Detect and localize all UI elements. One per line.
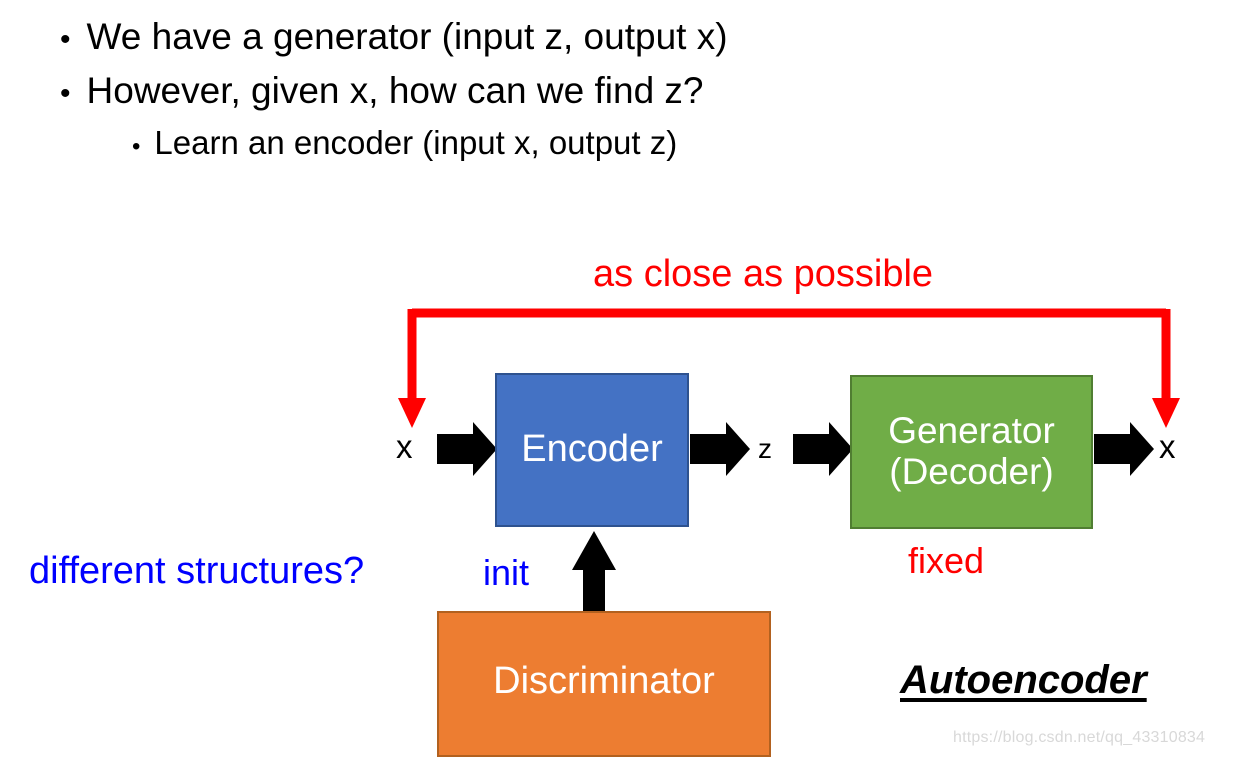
bullet-dot-icon: • [60, 23, 71, 56]
init-label: init [483, 552, 530, 593]
generator-label-line2: (Decoder) [889, 451, 1054, 492]
generator-box[interactable]: Generator (Decoder) [850, 375, 1093, 529]
fixed-label: fixed [908, 540, 985, 581]
arrow-z-to-generator-icon [793, 422, 853, 476]
encoder-box[interactable]: Encoder [495, 373, 689, 527]
bullet-text: We have a generator (input z, output x) [86, 16, 728, 57]
as-close-as-possible-label: as close as possible [593, 253, 934, 295]
list-item: • We have a generator (input z, output x… [60, 16, 1160, 58]
list-item: • Learn an encoder (input x, output z) [60, 124, 1160, 162]
bullet-dot-icon: • [60, 77, 71, 110]
arrow-discriminator-to-encoder-icon [572, 531, 616, 611]
latent-z-label: z [758, 433, 772, 464]
discriminator-label: Discriminator [493, 660, 715, 702]
bullet-list: • We have a generator (input z, output x… [60, 16, 1160, 174]
generator-label-line1: Generator [888, 410, 1055, 452]
discriminator-box[interactable]: Discriminator [437, 611, 771, 757]
arrow-x-to-encoder-icon [437, 422, 497, 476]
bullet-dot-icon: • [132, 133, 141, 160]
generator-label-group: Generator (Decoder) [888, 411, 1055, 492]
arrow-generator-to-x-icon [1094, 422, 1154, 476]
different-structures-label: different structures? [29, 550, 365, 592]
bullet-text: However, given x, how can we find z? [86, 70, 704, 111]
autoencoder-title: Autoencoder [900, 658, 1147, 702]
encoder-label: Encoder [521, 428, 663, 471]
input-x-label: x [396, 428, 413, 465]
list-item: • However, given x, how can we find z? [60, 70, 1160, 112]
bullet-text: Learn an encoder (input x, output z) [154, 124, 678, 161]
output-x-label: x [1159, 428, 1176, 465]
arrow-encoder-to-z-icon [690, 422, 750, 476]
watermark-text: https://blog.csdn.net/qq_43310834 [953, 729, 1206, 746]
